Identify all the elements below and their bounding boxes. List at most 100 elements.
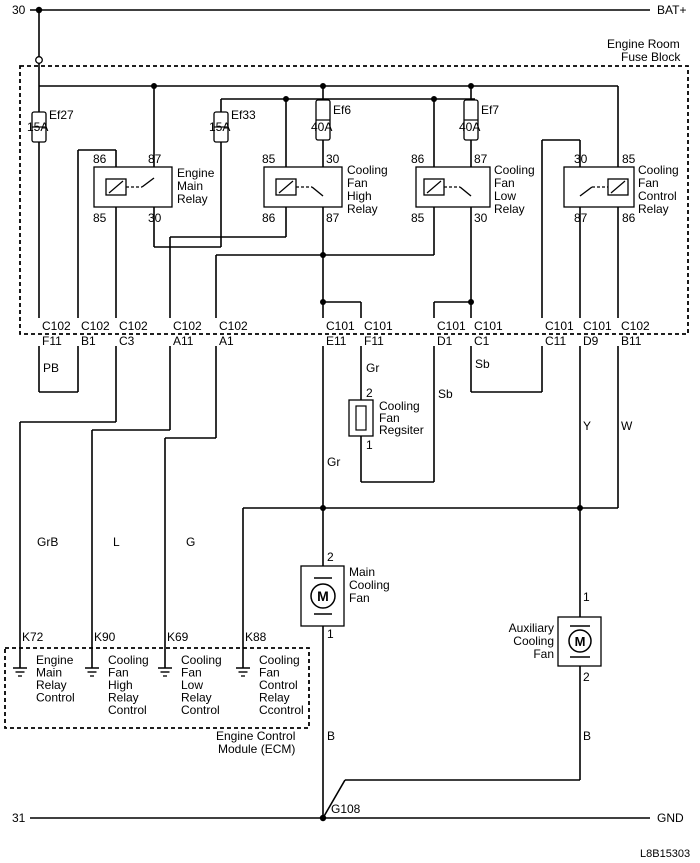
connector-5-name: C102 xyxy=(219,319,248,333)
aux-fan-label-1: Auxiliary xyxy=(509,621,554,635)
wire-color-b-left: B xyxy=(327,729,335,743)
ecm-pin-desc: Cooling xyxy=(108,653,149,667)
ecm-pin-desc: Cooling xyxy=(181,653,222,667)
relay-high-label-4: Relay xyxy=(347,202,378,216)
fuse-ef27-name: Ef27 xyxy=(49,108,74,122)
connector-7-pin: F11 xyxy=(364,334,384,348)
ecm-title-1: Engine Control xyxy=(216,729,295,743)
relay-control-pin-85: 85 xyxy=(622,152,636,166)
relay-low-pin-86: 86 xyxy=(411,152,425,166)
ecm-pin-label: K72 xyxy=(22,630,44,644)
ecm-pin-desc: Low xyxy=(181,678,203,692)
wire-color-l: L xyxy=(113,535,120,549)
relay-fan-high: 85 30 86 87 Cooling Fan High Relay xyxy=(262,152,388,225)
resistor-label-1: Cooling xyxy=(379,399,420,413)
aux-fan-label-3: Fan xyxy=(533,647,554,661)
relay-control-pin-87: 87 xyxy=(574,211,588,225)
main-fan-label-3: Fan xyxy=(349,591,370,605)
ecm-pin-desc: Fan xyxy=(259,666,280,680)
main-cooling-fan: M 2 1 Main Cooling Fan xyxy=(300,550,390,641)
wire-color-pb: PB xyxy=(43,361,59,375)
connector-10-name: C101 xyxy=(545,319,574,333)
internal-bus xyxy=(38,83,619,167)
relay-main-label-2: Main xyxy=(177,179,203,193)
ecm-pin-desc: Relay xyxy=(181,691,212,705)
ecm-title-2: Module (ECM) xyxy=(218,742,295,756)
wire-color-grb: GrB xyxy=(37,535,58,549)
rail-30-label: 30 xyxy=(12,3,26,17)
wire-color-g: G xyxy=(186,535,195,549)
connector-12-name: C102 xyxy=(621,319,650,333)
wire-color-w: W xyxy=(621,419,633,433)
ecm-module: Engine Control Module (ECM) K72EngineMai… xyxy=(4,630,310,756)
gnd-rail: 31 GND G108 xyxy=(12,802,684,825)
fuse-block: Engine Room Fuse Block xyxy=(19,37,689,335)
connector-8-pin: D1 xyxy=(437,334,453,348)
relay-high-label-1: Cooling xyxy=(347,163,388,177)
relay-high-label-3: High xyxy=(347,189,372,203)
ecm-pin-desc: Ccontrol xyxy=(259,703,304,717)
relay-fan-low: 86 87 85 30 Cooling Fan Low Relay xyxy=(411,152,535,225)
fuse-ef6-rating: 40A xyxy=(311,120,332,134)
wiring-inside xyxy=(38,139,619,318)
connector-1-pin: F11 xyxy=(42,334,62,348)
resistor-label-2: Fan xyxy=(379,411,400,425)
fuse-ef7: Ef7 40A xyxy=(459,86,499,167)
cooling-fan-resistor: 2 1 Cooling Fan Regsiter xyxy=(348,386,424,452)
relay-low-pin-85: 85 xyxy=(411,211,425,225)
fuse-ef33-name: Ef33 xyxy=(231,108,256,122)
relay-control-pin-30: 30 xyxy=(574,152,588,166)
fuse-ef33-rating: 15A xyxy=(209,120,230,134)
relay-main-label-3: Relay xyxy=(177,192,208,206)
wire-color-gr-lower: Gr xyxy=(327,455,340,469)
connector-1-name: C102 xyxy=(42,319,71,333)
ground-point-label: G108 xyxy=(331,802,361,816)
ecm-pin-desc: Fan xyxy=(181,666,202,680)
relay-main-pin-85: 85 xyxy=(93,211,107,225)
ecm-pin-desc: Relay xyxy=(108,691,139,705)
aux-fan-motor-symbol: M xyxy=(575,634,586,649)
fuse-ef6-name: Ef6 xyxy=(333,103,351,117)
relay-low-label-4: Relay xyxy=(494,202,525,216)
fuse-block-title-1: Engine Room xyxy=(607,37,680,51)
wire-color-y: Y xyxy=(583,419,591,433)
ecm-pin-desc: Relay xyxy=(36,678,67,692)
ecm-pins: K72EngineMainRelayControlK90CoolingFanHi… xyxy=(13,630,304,717)
main-fan-pin-2: 2 xyxy=(327,550,334,564)
connector-12-pin: B11 xyxy=(621,334,642,348)
connector-2-pin: B1 xyxy=(81,334,96,348)
connector-9-name: C101 xyxy=(474,319,503,333)
relay-low-pin-30: 30 xyxy=(474,211,488,225)
rail-31-label: 31 xyxy=(12,811,26,825)
fuse-ef7-name: Ef7 xyxy=(481,103,499,117)
relay-main-label-1: Engine xyxy=(177,166,215,180)
wire-color-gr-upper: Gr xyxy=(366,361,379,375)
relay-low-label-1: Cooling xyxy=(494,163,535,177)
relay-control-label-2: Fan xyxy=(638,176,659,190)
main-fan-label-1: Main xyxy=(349,565,375,579)
ecm-pin-desc: High xyxy=(108,678,133,692)
relay-main-pin-87: 87 xyxy=(148,152,162,166)
connector-2-name: C102 xyxy=(81,319,110,333)
connector-3-pin: C3 xyxy=(119,334,135,348)
main-fan-motor-symbol: M xyxy=(317,588,329,604)
relay-high-pin-87: 87 xyxy=(326,211,340,225)
ecm-pin-label: K90 xyxy=(94,630,116,644)
fuse-ef6: Ef6 40A xyxy=(311,86,351,167)
ecm-pin-desc: Relay xyxy=(259,691,290,705)
connector-10-pin: C11 xyxy=(545,334,566,348)
main-fan-label-2: Cooling xyxy=(349,578,390,592)
ecm-pin-desc: Fan xyxy=(108,666,129,680)
wire-color-b-right: B xyxy=(583,729,591,743)
aux-fan-pin-1: 1 xyxy=(583,590,590,604)
relay-high-pin-30: 30 xyxy=(326,152,340,166)
resistor-pin-1: 1 xyxy=(366,438,373,452)
relay-high-pin-85: 85 xyxy=(262,152,276,166)
relay-main-pin-86: 86 xyxy=(93,152,107,166)
resistor-pin-2: 2 xyxy=(366,386,373,400)
figure-id: L8B15303 xyxy=(640,848,690,860)
